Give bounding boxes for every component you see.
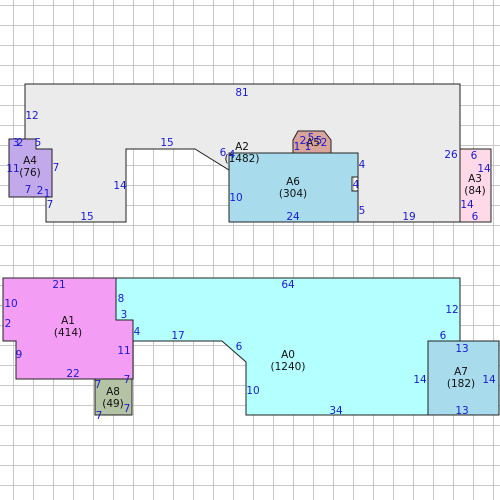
dim-label: 2 (37, 185, 44, 197)
dim-label: 4 (353, 179, 360, 191)
dim-label: 10 (4, 298, 17, 310)
dim-label: 26 (444, 149, 458, 161)
room-a0-name: A0 (281, 349, 295, 361)
dim-label: 22 (66, 368, 79, 380)
bottom-building: A0 (1240) A1 (414) A7 (182) A8 (49) 21 1… (2, 277, 500, 422)
dim-label: 12 (25, 110, 38, 122)
dim-label: 7 (47, 199, 54, 211)
room-a1-name: A1 (61, 315, 75, 327)
dim-label: 3 (121, 309, 128, 321)
room-a8-area: (49) (102, 398, 124, 410)
dim-label: 2 (17, 137, 24, 149)
room-a0[interactable] (115, 277, 461, 416)
room-a6[interactable] (228, 152, 359, 223)
dim-label: 8 (118, 293, 125, 305)
room-a8[interactable] (94, 378, 133, 416)
dim-label: 21 (52, 279, 65, 291)
dim-label: 6 (471, 150, 478, 162)
dim-label: 3 (13, 137, 20, 149)
room-a2-area: (1482) (225, 153, 260, 165)
dim-label: 15 (160, 137, 173, 149)
dim-label: 2 (300, 135, 307, 147)
top-building: A2 (1482) A4 (76) A6 (304) A5 A3 (84) 81… (6, 83, 492, 223)
dim-label: 14 (460, 199, 474, 211)
room-a2-name: A2 (235, 141, 249, 153)
dim-label: 6 (236, 341, 243, 353)
dim-label: 13 (455, 405, 468, 417)
dim-label: 6 (220, 147, 227, 159)
room-a6-area: (304) (279, 188, 307, 200)
dim-label: 11 (117, 345, 130, 357)
dim-label: 81 (235, 87, 248, 99)
dim-label: 5 (308, 132, 315, 144)
dim-label: 9 (16, 349, 23, 361)
dim-label: 1 (294, 141, 301, 153)
dim-label: 15 (80, 211, 93, 223)
dim-label: 2 (5, 318, 12, 330)
room-a6-name: A6 (286, 176, 300, 188)
room-a7[interactable] (427, 340, 500, 416)
room-a0-area: (1240) (271, 361, 306, 373)
dim-label: 4 (134, 326, 141, 338)
dim-label: 7 (25, 184, 32, 196)
dim-label: 7 (124, 403, 131, 415)
room-a4-name: A4 (23, 155, 37, 167)
dim-label: 5 (316, 135, 323, 147)
room-a4-area: (76) (19, 167, 41, 179)
dim-label: 17 (171, 330, 184, 342)
dim-label: 5 (35, 137, 42, 149)
room-a4[interactable] (8, 138, 53, 198)
dim-label: 6 (472, 211, 479, 223)
dim-label: 11 (6, 163, 19, 175)
dim-label: 7 (95, 379, 102, 391)
room-a1[interactable] (2, 277, 134, 380)
room-a1-area: (414) (54, 327, 82, 339)
dim-label: 4 (229, 149, 236, 161)
room-a7-area: (182) (447, 378, 475, 390)
dim-label: 5 (359, 205, 366, 217)
room-a8-name: A8 (106, 386, 120, 398)
dim-label: 19 (402, 211, 415, 223)
dim-label: 14 (482, 374, 496, 386)
room-a5-name: A5 (306, 137, 320, 149)
dim-label: 34 (329, 405, 343, 417)
dim-label: 7 (124, 374, 131, 386)
room-a7-name: A7 (454, 366, 468, 378)
dim-label: 7 (53, 162, 60, 174)
dim-label: 7 (96, 410, 103, 422)
dim-label: 6 (440, 330, 447, 342)
dim-label: 10 (246, 385, 259, 397)
dim-label: 1 (305, 141, 312, 153)
dim-label: 2 (321, 137, 328, 149)
dim-label: 24 (286, 211, 300, 223)
dim-label: 12 (445, 304, 458, 316)
room-a3[interactable] (459, 148, 492, 223)
room-a3-area: (84) (464, 185, 486, 197)
room-a5[interactable] (292, 130, 332, 154)
dim-label: 1 (44, 188, 51, 200)
dim-label: 64 (281, 279, 295, 291)
dim-label: 14 (477, 163, 491, 175)
dim-label: 14 (113, 180, 127, 192)
dim-label: 14 (413, 374, 427, 386)
dim-label: 4 (359, 159, 366, 171)
dim-label: 10 (229, 192, 242, 204)
room-a3-name: A3 (468, 173, 482, 185)
dim-label: 13 (455, 343, 468, 355)
